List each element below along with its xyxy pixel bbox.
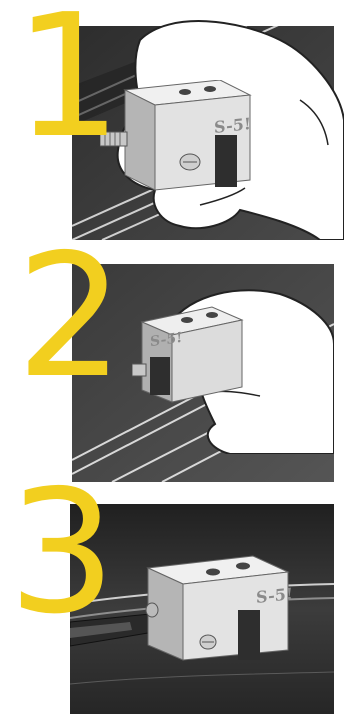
clamp-illustration	[132, 302, 262, 412]
screw-icon	[200, 635, 216, 649]
step-number: 2	[16, 232, 122, 402]
screw-icon	[132, 364, 146, 376]
clamp-illustration	[138, 550, 308, 670]
step-number: 1	[14, 0, 120, 162]
step-1: S-5! 1	[0, 0, 344, 240]
brand-mark: S-5!	[214, 114, 251, 137]
step-number: 3	[8, 468, 114, 638]
step-2: S-5! 2	[0, 240, 344, 480]
clamp-illustration	[100, 80, 270, 200]
step-3: S-5! 3	[0, 480, 344, 715]
brand-mark: S-5!	[256, 584, 293, 607]
